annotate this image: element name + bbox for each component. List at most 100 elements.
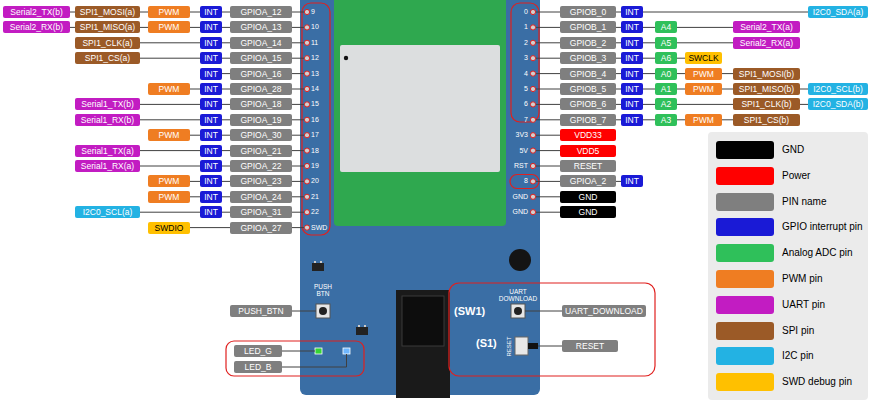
- pin-wire: [292, 135, 304, 136]
- pin-function-tag: INT: [200, 21, 222, 33]
- pin-wire: [190, 27, 200, 28]
- legend-swatch: [716, 193, 774, 211]
- tag-text: Serial1_TX(a): [81, 146, 133, 156]
- tag-text: INT: [204, 146, 218, 156]
- pin-function-tag: INT: [200, 114, 222, 126]
- pin-hole: [530, 148, 535, 153]
- leader-line: [282, 354, 347, 367]
- tag-text: GPIOA_28: [240, 84, 281, 94]
- pin-function-tag: Serial1_TX(b): [75, 98, 140, 110]
- pin-wire: [292, 150, 304, 151]
- pin-wire: [292, 73, 304, 74]
- pin-wire: [536, 73, 560, 74]
- tag-text: LED_B: [245, 362, 272, 372]
- tag-text: Serial2_RX(a): [740, 38, 793, 48]
- pin-hole: [530, 56, 535, 61]
- tag-text: PWM: [159, 192, 180, 202]
- pin-wire: [292, 227, 304, 228]
- buzzer: [509, 249, 531, 271]
- pin-function-tag: SWCLK: [685, 52, 722, 64]
- pin-function-tag: Serial1_TX(a): [75, 145, 140, 157]
- legend-text: I2C pin: [782, 347, 814, 365]
- highlight-outline: [511, 3, 539, 122]
- pin-hole: [304, 86, 309, 91]
- pin-function-tag: GND: [560, 206, 616, 218]
- tag-text: INT: [204, 161, 218, 171]
- tag-text: LED_G: [244, 346, 272, 356]
- pin-function-tag: INT: [200, 6, 222, 18]
- smd-lead: [358, 325, 360, 327]
- highlight-outline: [302, 3, 330, 235]
- pin-function-tag: PWM: [148, 6, 190, 18]
- pin-number: 20: [311, 176, 319, 186]
- pin-wire: [800, 104, 808, 105]
- pin-wire: [292, 196, 304, 197]
- pin-wire: [222, 119, 230, 120]
- pin-function-tag: GPIOB_5: [560, 83, 616, 95]
- pin-number: 8: [524, 176, 528, 186]
- legend-swatch: [716, 218, 774, 236]
- tag-text: Serial2_RX(b): [10, 22, 63, 32]
- pin-function-tag: RESET: [560, 160, 616, 172]
- pin-function-tag: SPI1_CLK(b): [733, 98, 800, 110]
- pin-number: 3V3: [516, 130, 528, 140]
- legend-text: Analog ADC pin: [782, 244, 853, 262]
- tag-text: GPIOA_15: [240, 53, 281, 63]
- pin-function-tag: GPIOA_13: [230, 21, 292, 33]
- pin-function-tag: PWM: [148, 191, 190, 203]
- pin-function-tag: INT: [200, 175, 222, 187]
- pin-hole: [304, 225, 309, 230]
- pin-function-tag: GPIOB_6: [560, 98, 616, 110]
- pin-function-tag: Serial2_RX(b): [3, 21, 70, 33]
- tag-text: PWM: [693, 69, 714, 79]
- uart-button: [511, 304, 525, 318]
- tag-text: A5: [661, 38, 671, 48]
- pin-function-tag: PUSH_BTN: [230, 305, 292, 317]
- pin-function-tag: INT: [621, 6, 643, 18]
- tag-text: INT: [204, 207, 218, 217]
- pin-function-tag: GPIOB_2: [560, 37, 616, 49]
- module-shield: [340, 45, 500, 172]
- tag-text: SWCLK: [688, 53, 718, 63]
- pin-function-tag: PWM: [148, 129, 190, 141]
- pin-wire: [222, 73, 230, 74]
- pin-wire: [190, 135, 200, 136]
- pin-wire: [536, 196, 560, 197]
- pin-function-tag: GPIOA_21: [230, 145, 292, 157]
- tag-text: INT: [204, 99, 218, 109]
- pin-function-tag: INT: [200, 98, 222, 110]
- tag-text: INT: [625, 115, 639, 125]
- usb-jack: [396, 290, 450, 398]
- reset-switch: [515, 337, 528, 355]
- tag-text: SWDIO: [155, 223, 184, 233]
- tag-text: GPIOA_21: [240, 146, 281, 156]
- tag-text: PWM: [159, 7, 180, 17]
- pin-function-tag: INT: [200, 68, 222, 80]
- pin-wire: [643, 58, 655, 59]
- legend-text: PWM pin: [782, 270, 823, 288]
- pin-wire: [222, 166, 230, 167]
- pin-function-tag: INT: [621, 37, 643, 49]
- pin-function-tag: INT: [621, 175, 643, 187]
- pin-wire: [722, 89, 733, 90]
- pin-wire: [140, 42, 200, 43]
- pin-function-tag: SPI1_MOSI(a): [75, 6, 140, 18]
- pin-hole: [304, 210, 309, 215]
- pin-wire: [536, 135, 560, 136]
- tag-text: A3: [661, 115, 671, 125]
- pin-wire: [677, 104, 733, 105]
- pin1-dot: [344, 56, 348, 60]
- pin-number: 11: [311, 38, 318, 48]
- pin-hole: [530, 133, 535, 138]
- led-green: [315, 348, 322, 354]
- pin-number: 5V: [519, 146, 528, 156]
- pin-hole: [304, 194, 309, 199]
- tag-text: INT: [204, 7, 218, 17]
- legend-text: UART pin: [782, 296, 825, 314]
- tag-text: GPIOB_2: [570, 38, 606, 48]
- tag-text: PWM: [159, 176, 180, 186]
- pin-hole: [304, 71, 309, 76]
- tag-text: I2C0_SDA(a): [813, 7, 864, 17]
- pin-function-tag: VDD33: [560, 129, 616, 141]
